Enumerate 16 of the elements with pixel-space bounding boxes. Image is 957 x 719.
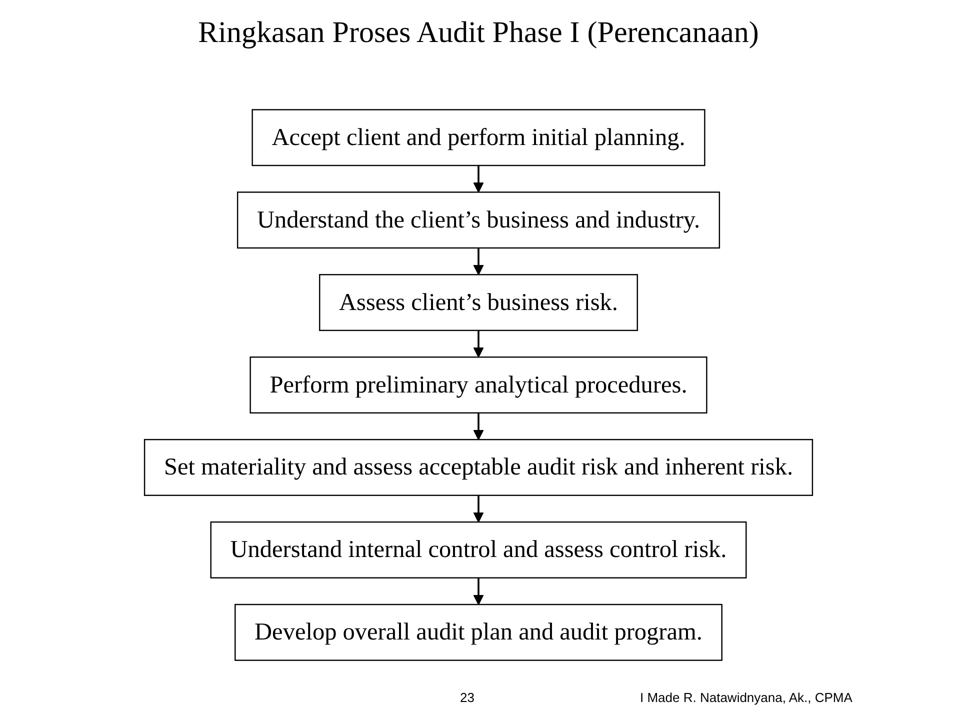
arrow	[473, 412, 484, 440]
slide-title: Ringkasan Proses Audit Phase I (Perencanaan)	[197, 15, 760, 51]
arrow	[473, 248, 484, 276]
node-box: Accept client and perform initial planning.	[252, 109, 706, 166]
author-credit: I Made R. Natawidnyana, Ak., CPMA	[640, 690, 852, 705]
node-box: Understand internal control and assess control risk.	[210, 521, 747, 578]
node-box: Set materiality and assess acceptable audit risk and inherent risk.	[144, 438, 814, 496]
arrow	[473, 166, 484, 193]
page-number: 23	[460, 690, 474, 705]
node-box: Assess client’s business risk.	[319, 274, 638, 332]
arrow	[473, 578, 484, 605]
node-box: Develop overall audit plan and audit program.	[234, 604, 722, 661]
arrow	[473, 495, 484, 523]
node-box: Understand the client’s business and industry.	[236, 192, 720, 249]
node-box: Perform preliminary analytical procedures.	[250, 356, 708, 414]
arrow	[473, 330, 484, 358]
